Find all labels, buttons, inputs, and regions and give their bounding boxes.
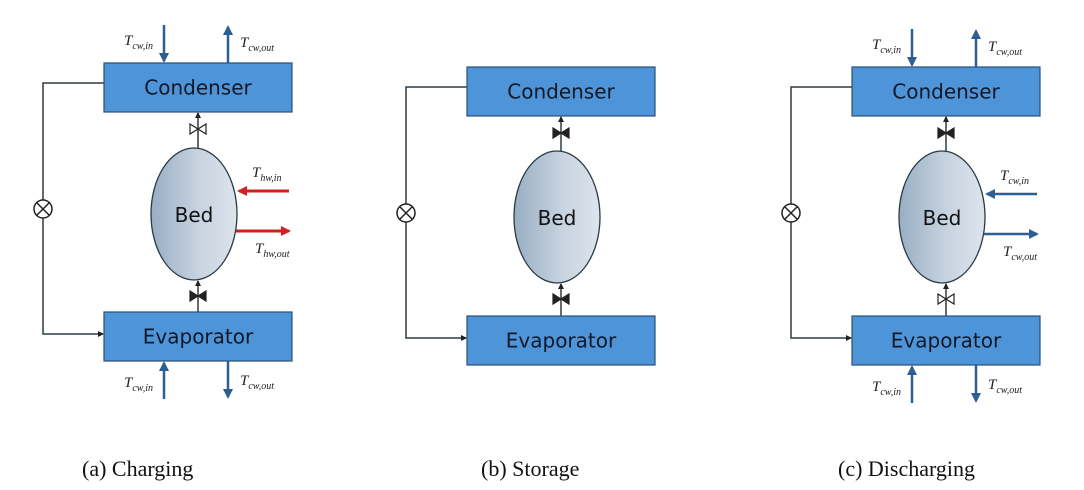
bed-label: Bed xyxy=(175,203,214,227)
bed-water-in-label: Tcw,in xyxy=(1000,168,1029,187)
condenser-label: Condenser xyxy=(144,76,252,100)
expansion-valve-cross xyxy=(784,206,798,220)
condenser-water-out-label: Tcw,out xyxy=(240,35,274,54)
expansion-valve-cross xyxy=(36,202,50,216)
condenser-water-in-label-symbol: T xyxy=(872,37,882,53)
panel-caption: (c) Discharging xyxy=(838,456,975,481)
top-valve-icon-closed xyxy=(552,126,570,140)
condenser-water-out-label: Tcw,out xyxy=(988,39,1022,58)
top-valve-icon-open xyxy=(189,122,207,136)
condenser-water-out-label-subscript: cw,out xyxy=(996,47,1022,58)
bed-water-in-label: Thw,in xyxy=(252,165,282,184)
bed-water-out-label-subscript: cw,out xyxy=(1011,252,1037,263)
condenser-water-in-label: Tcw,in xyxy=(124,33,153,52)
condenser-box xyxy=(466,66,656,117)
evaporator-water-out-label-subscript: cw,out xyxy=(248,381,274,392)
expansion-valve-icon xyxy=(396,203,416,223)
refrigerant-line-lower xyxy=(405,222,467,341)
evaporator-water-out-label-subscript: cw,out xyxy=(996,385,1022,396)
condenser-label: Condenser xyxy=(892,80,1000,104)
condenser-water-in-label-symbol: T xyxy=(124,33,134,49)
evaporator-water-out-label-symbol: T xyxy=(240,373,250,389)
condenser-box xyxy=(851,66,1041,117)
panel-caption: (b) Storage xyxy=(481,456,579,481)
condenser-water-in-label: Tcw,in xyxy=(872,37,901,56)
bed-water-out-label-symbol: T xyxy=(1003,244,1013,260)
refrigerant-line-upper xyxy=(790,86,852,204)
evaporator-label: Evaporator xyxy=(891,329,1002,353)
evaporator-water-in-label-subscript: cw,in xyxy=(132,383,153,394)
adsorbent-bed xyxy=(898,150,986,284)
valve-left-wing xyxy=(937,126,948,140)
condenser-box xyxy=(103,62,293,113)
refrigerant-line-upper xyxy=(405,86,467,204)
evaporator-water-out-label: Tcw,out xyxy=(240,373,274,392)
evaporator-label: Evaporator xyxy=(143,325,254,349)
bottom-valve-icon-open xyxy=(937,292,955,306)
expansion-valve-icon xyxy=(33,199,53,219)
bed-water-out-label: Tcw,out xyxy=(1003,244,1037,263)
evaporator-box xyxy=(851,315,1041,366)
bed-label: Bed xyxy=(923,206,962,230)
condenser-label: Condenser xyxy=(507,80,615,104)
bottom-valve-icon-closed xyxy=(552,292,570,306)
refrigerant-line-lower xyxy=(42,218,104,337)
condenser-water-out-label-symbol: T xyxy=(988,39,998,55)
valve-right-wing xyxy=(559,126,570,140)
evaporator-label: Evaporator xyxy=(506,329,617,353)
evaporator-water-in-label-subscript: cw,in xyxy=(880,387,901,398)
valve-left-wing xyxy=(552,126,563,140)
bed-water-out-label-subscript: hw,out xyxy=(263,249,289,260)
condenser-water-out-label-symbol: T xyxy=(240,35,250,51)
bed-water-out-label: Thw,out xyxy=(255,241,290,260)
evaporator-box xyxy=(103,311,293,362)
expansion-valve-icon xyxy=(781,203,801,223)
valve-right-wing xyxy=(944,126,955,140)
valve-right-wing xyxy=(559,292,570,306)
bed-water-in-label-subscript: hw,in xyxy=(260,173,281,184)
top-valve-icon-closed xyxy=(937,126,955,140)
condenser-water-in-label-subscript: cw,in xyxy=(880,45,901,56)
evaporator-water-in-label-symbol: T xyxy=(124,375,134,391)
condenser-water-in-label-subscript: cw,in xyxy=(132,41,153,52)
refrigerant-line-lower xyxy=(790,222,852,341)
refrigerant-line-upper xyxy=(42,82,104,200)
evaporator-box xyxy=(466,315,656,366)
bed-water-in-label-subscript: cw,in xyxy=(1008,176,1029,187)
valve-left-wing xyxy=(189,122,200,136)
condenser-water-out-label-subscript: cw,out xyxy=(248,43,274,54)
evaporator-water-in-label: Tcw,in xyxy=(124,375,153,394)
bed-water-out-label-symbol: T xyxy=(255,241,265,257)
bed-water-in-label-symbol: T xyxy=(252,165,262,181)
evaporator-water-in-label: Tcw,in xyxy=(872,379,901,398)
evaporator-water-in-label-symbol: T xyxy=(872,379,882,395)
bed-label: Bed xyxy=(538,206,577,230)
valve-left-wing xyxy=(937,292,948,306)
evaporator-water-out-label: Tcw,out xyxy=(988,377,1022,396)
bottom-valve-icon-closed xyxy=(189,289,207,303)
valve-right-wing xyxy=(196,122,207,136)
valve-left-wing xyxy=(189,289,200,303)
panel-caption: (a) Charging xyxy=(82,456,193,481)
bed-water-in-label-symbol: T xyxy=(1000,168,1010,184)
evaporator-water-out-label-symbol: T xyxy=(988,377,998,393)
valve-right-wing xyxy=(196,289,207,303)
valve-left-wing xyxy=(552,292,563,306)
expansion-valve-cross xyxy=(399,206,413,220)
adsorbent-bed xyxy=(150,147,238,281)
adsorbent-bed xyxy=(513,150,601,284)
valve-right-wing xyxy=(944,292,955,306)
